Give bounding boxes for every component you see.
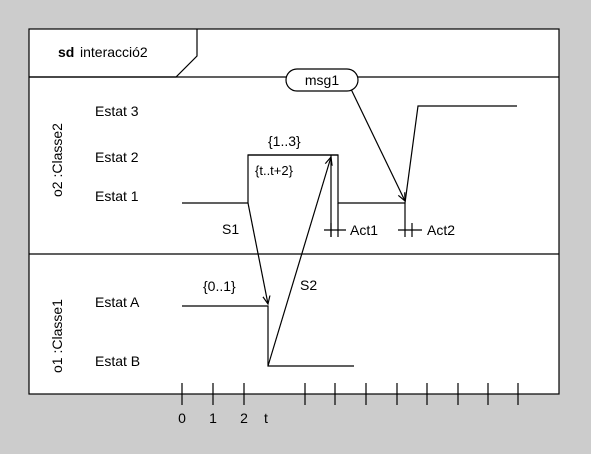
frame-keyword: sd xyxy=(58,44,74,60)
lifeline-name-classe2: o2 :Classe2 xyxy=(49,123,65,197)
time-tick-label-0: 0 xyxy=(178,410,186,426)
time-tick-label-t: t xyxy=(264,410,268,426)
constraint-0-1-label: {0..1} xyxy=(203,278,236,294)
constraint-1-3-label: {1..3} xyxy=(268,133,301,149)
constraint-t-label: {t..t+2} xyxy=(255,163,294,178)
state-label-estatA: Estat A xyxy=(95,294,140,310)
lifeline-name-classe1: o1 :Classe1 xyxy=(49,299,65,373)
message-s1-label: S1 xyxy=(222,221,239,237)
message-s2-arrow xyxy=(267,157,331,367)
message-msg1-arrow xyxy=(349,86,405,201)
action-act2-label: Act2 xyxy=(427,222,455,238)
state-label-estat2: Estat 2 xyxy=(95,149,139,165)
state-label-estat3: Estat 3 xyxy=(95,103,139,119)
time-tick-label-2: 2 xyxy=(240,410,248,426)
state-timeline-classe1 xyxy=(182,305,354,367)
time-tick-label-1: 1 xyxy=(209,410,217,426)
state-label-estatB: Estat B xyxy=(95,353,140,369)
message-s1-arrow xyxy=(247,202,268,304)
frame-name: interacció2 xyxy=(80,44,148,60)
message-msg1-box xyxy=(285,68,359,92)
state-timeline-classe2 xyxy=(182,105,517,204)
action-act1-label: Act1 xyxy=(350,222,378,238)
time-axis xyxy=(181,383,519,405)
message-s2-label: S2 xyxy=(300,277,317,293)
message-msg1-label: msg1 xyxy=(305,72,339,88)
state-label-estat1: Estat 1 xyxy=(95,188,139,204)
